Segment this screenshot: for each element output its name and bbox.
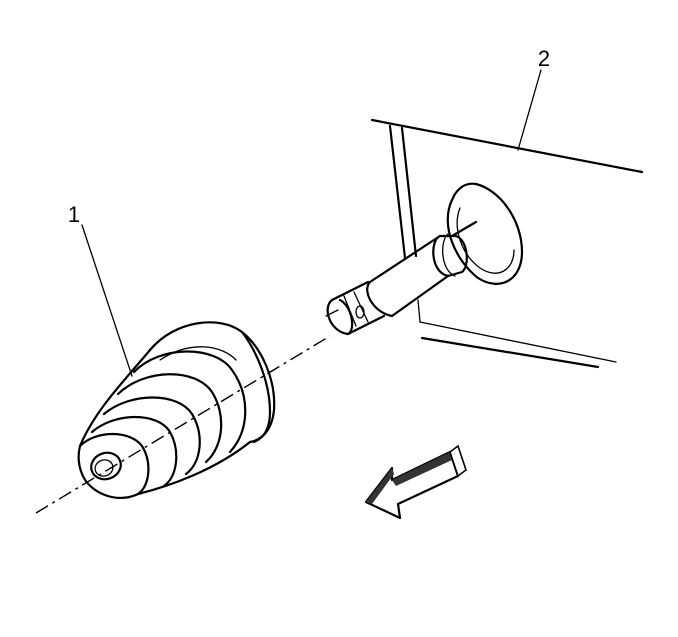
callout-2-label: 2: [538, 46, 550, 71]
transmission-housing: [370, 118, 644, 369]
axis-centerline: [35, 335, 331, 514]
cv-joint-boot: [77, 321, 276, 499]
axle-stub-shaft: [325, 220, 478, 336]
removal-direction-arrow: [364, 444, 467, 520]
callout-1-label: 1: [68, 202, 80, 227]
callout-1-leader: [81, 224, 133, 377]
housing-seal-opening: [446, 182, 524, 285]
callout-2-leader: [517, 69, 542, 151]
